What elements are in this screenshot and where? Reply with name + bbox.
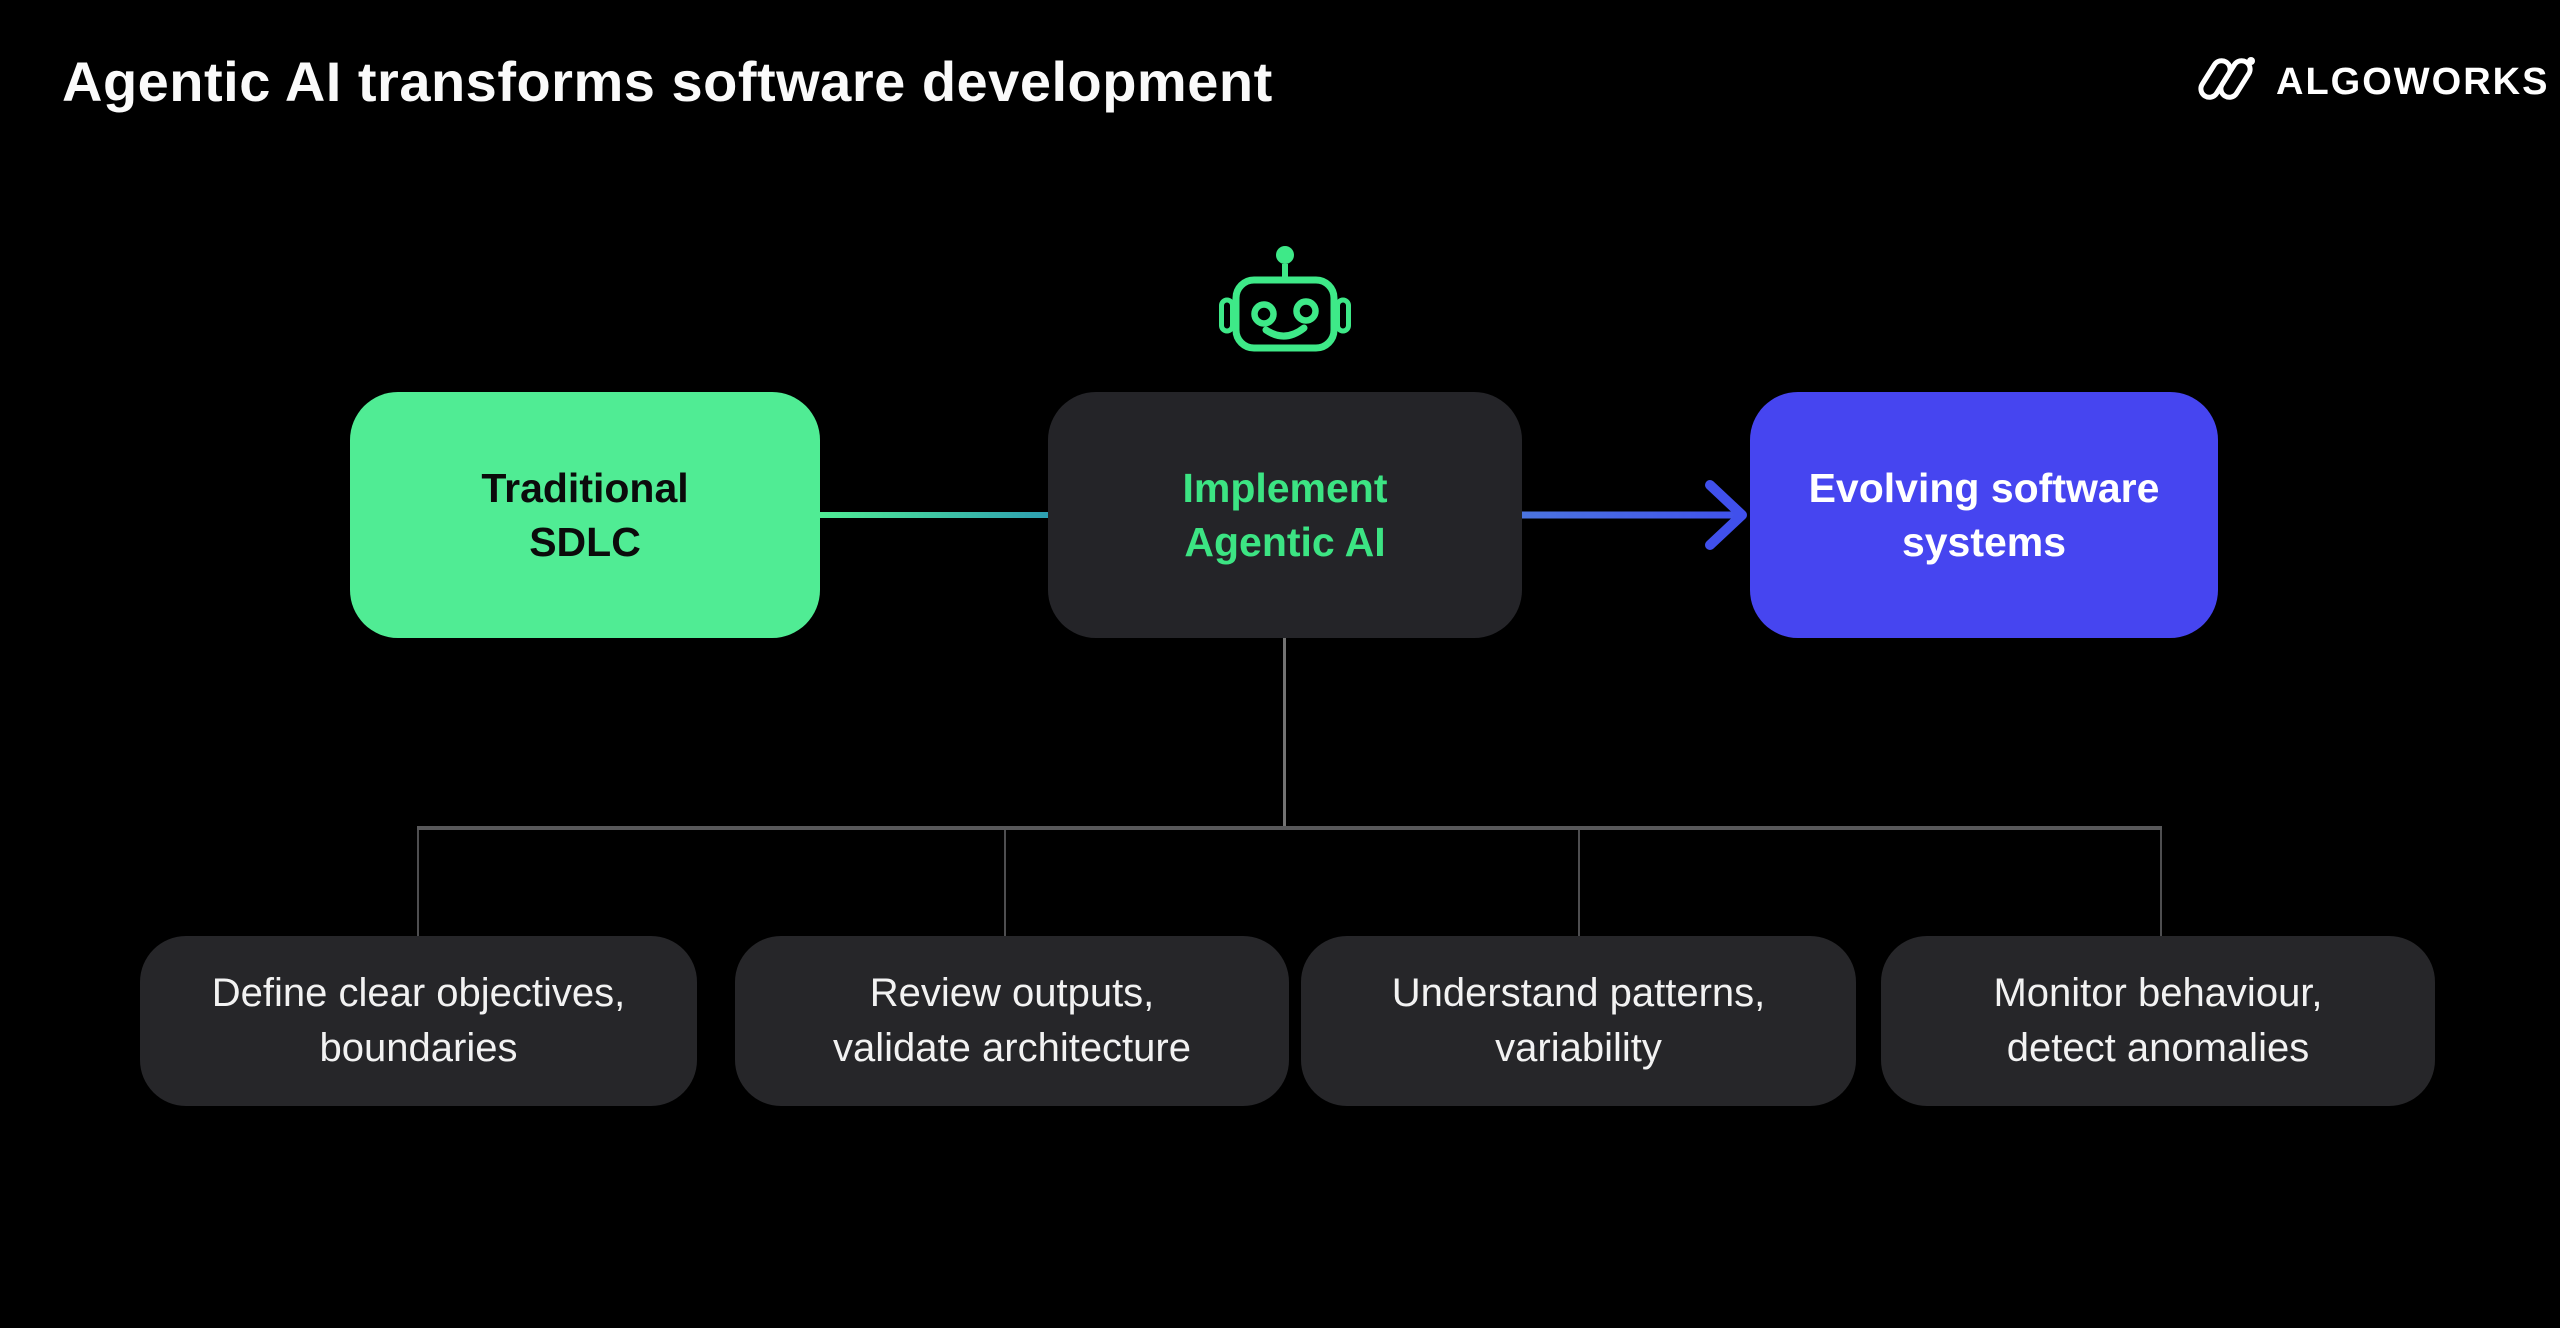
subnode-define-objectives: Define clear objectives, boundaries [140, 936, 697, 1106]
node-traditional-sdlc-label: Traditional SDLC [481, 465, 689, 565]
subnode-review-outputs: Review outputs, validate architecture [735, 936, 1289, 1106]
subnode-understand-patterns-label: Understand patterns, variability [1391, 971, 1766, 1070]
connector-traditional-to-implement [820, 512, 1048, 518]
connector-stem-line [1283, 638, 1286, 829]
connector-tree-horizontal-line [417, 826, 2162, 830]
algoworks-logo-icon [2198, 57, 2255, 100]
connector-drop-line-1 [417, 830, 419, 936]
node-implement-agentic-ai-label: Implement Agentic AI [1182, 465, 1388, 565]
node-implement-agentic-ai: Implement Agentic AI [1048, 392, 1522, 638]
algoworks-logo: ALGOWORKS [2196, 50, 2549, 114]
subnode-understand-patterns: Understand patterns, variability [1301, 936, 1856, 1106]
connector-implement-to-evolving-arrow [1522, 480, 1747, 550]
subnode-review-outputs-label: Review outputs, validate architecture [833, 971, 1191, 1070]
connector-drop-line-3 [1578, 830, 1580, 936]
node-evolving-software-systems: Evolving software systems [1750, 392, 2218, 638]
node-evolving-software-systems-label: Evolving software systems [1808, 465, 2160, 565]
subnode-define-objectives-label: Define clear objectives, boundaries [211, 971, 626, 1070]
robot-icon [1219, 246, 1351, 352]
subnode-monitor-behaviour-label: Monitor behaviour, detect anomalies [1993, 971, 2323, 1070]
logo-text: ALGOWORKS [2276, 60, 2550, 103]
connector-drop-line-2 [1004, 830, 1006, 936]
page-title: Agentic AI transforms software developme… [62, 50, 1273, 113]
connector-drop-line-4 [2160, 830, 2162, 936]
node-traditional-sdlc: Traditional SDLC [350, 392, 820, 638]
subnode-monitor-behaviour: Monitor behaviour, detect anomalies [1881, 936, 2435, 1106]
